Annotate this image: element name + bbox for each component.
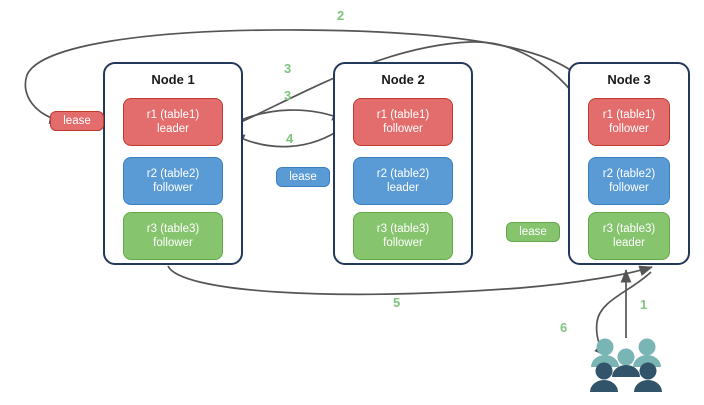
replica-role: follower bbox=[153, 182, 193, 194]
replica-role: leader bbox=[613, 237, 645, 249]
replica-name: r3 (table3) bbox=[602, 223, 656, 235]
step-label-4: 4 bbox=[286, 131, 294, 146]
replica-name: r1 (table1) bbox=[602, 109, 656, 121]
lease-label: lease bbox=[63, 115, 91, 127]
step-label-3a: 3 bbox=[284, 61, 292, 76]
lease-label: lease bbox=[519, 226, 547, 238]
node-title: Node 2 bbox=[381, 72, 425, 87]
lease-badge-r2[interactable]: lease bbox=[276, 167, 330, 187]
node-title: Node 3 bbox=[607, 72, 651, 87]
replica-name: r3 (table3) bbox=[146, 223, 200, 235]
step-label-1: 1 bbox=[640, 297, 648, 312]
replica-role: follower bbox=[383, 237, 423, 249]
replica-role: follower bbox=[609, 123, 649, 135]
replica-name: r3 (table3) bbox=[376, 223, 430, 235]
replica-role: follower bbox=[609, 182, 649, 194]
replica-n3r1[interactable]: r1 (table1) follower bbox=[588, 98, 670, 146]
step-label-5: 5 bbox=[393, 295, 401, 310]
replica-role: follower bbox=[383, 123, 423, 135]
step-label-6: 6 bbox=[560, 320, 568, 335]
replica-role: leader bbox=[387, 182, 419, 194]
node-container-node2[interactable]: Node 2 r1 (table1) follower r2 (table2) … bbox=[333, 62, 473, 265]
node-container-node3[interactable]: Node 3 r1 (table1) follower r2 (table2) … bbox=[568, 62, 690, 265]
replica-name: r2 (table2) bbox=[376, 168, 430, 180]
step-label-2: 2 bbox=[337, 8, 345, 23]
node-title: Node 1 bbox=[151, 72, 195, 87]
arrow-step-5 bbox=[167, 265, 653, 296]
users-group-icon bbox=[590, 338, 662, 392]
replica-name: r2 (table2) bbox=[602, 168, 656, 180]
replica-role: leader bbox=[157, 123, 189, 135]
replica-name: r2 (table2) bbox=[146, 168, 200, 180]
replica-name: r1 (table1) bbox=[376, 109, 430, 121]
lease-badge-r3[interactable]: lease bbox=[506, 222, 560, 242]
replica-n1r1[interactable]: r1 (table1) leader bbox=[123, 98, 223, 146]
replica-n3r3[interactable]: r3 (table3) leader bbox=[588, 212, 670, 260]
replica-n1r3[interactable]: r3 (table3) follower bbox=[123, 212, 223, 260]
node-container-node1[interactable]: Node 1 r1 (table1) leader r2 (table2) fo… bbox=[103, 62, 243, 265]
replica-name: r1 (table1) bbox=[146, 109, 200, 121]
lease-label: lease bbox=[289, 171, 317, 183]
arrow-step-3-lower bbox=[229, 109, 346, 126]
step-label-3b: 3 bbox=[284, 88, 292, 103]
lease-badge-r1[interactable]: lease bbox=[50, 111, 104, 131]
replica-n2r3[interactable]: r3 (table3) follower bbox=[353, 212, 453, 260]
replica-n2r1[interactable]: r1 (table1) follower bbox=[353, 98, 453, 146]
replica-role: follower bbox=[153, 237, 193, 249]
replica-n2r2[interactable]: r2 (table2) leader bbox=[353, 157, 453, 205]
replica-n1r2[interactable]: r2 (table2) follower bbox=[123, 157, 223, 205]
replica-n3r2[interactable]: r2 (table2) follower bbox=[588, 157, 670, 205]
